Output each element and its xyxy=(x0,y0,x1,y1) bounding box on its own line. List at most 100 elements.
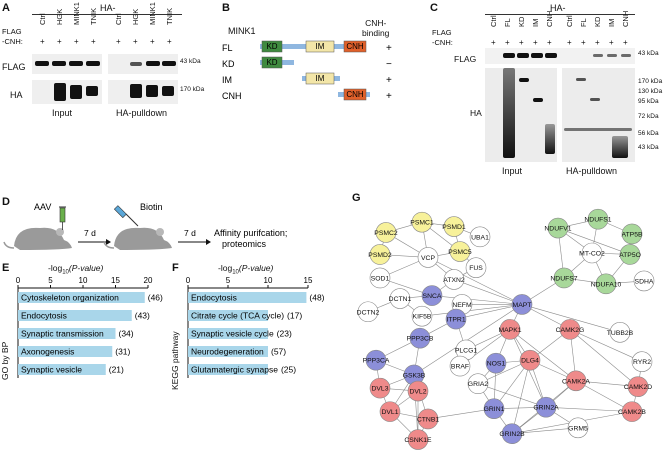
network-node xyxy=(421,285,443,306)
network-edge xyxy=(509,329,577,382)
network-edge xyxy=(427,257,523,305)
flag-sign: + xyxy=(547,38,552,47)
kda-marker: 43 kDa xyxy=(638,50,659,57)
panel-d-label: D xyxy=(2,196,10,208)
flag-sign: + xyxy=(505,38,510,47)
panel-c-gel-ha-pulldown xyxy=(562,68,635,162)
bar xyxy=(18,292,145,303)
bar-count-label: (31) xyxy=(115,347,130,357)
network-node xyxy=(369,267,391,289)
panel-c-row-cnh: -CNH: xyxy=(432,38,453,47)
network-node-label: DVL2 xyxy=(409,389,426,396)
network-node xyxy=(411,305,433,327)
panel-a-gel-input-flag xyxy=(32,54,102,74)
domain-label: IM xyxy=(316,74,325,83)
network-node-label: SNCA xyxy=(423,293,442,300)
panel-a-label: A xyxy=(2,2,10,14)
network-node xyxy=(619,244,641,265)
bar-count-label: (17) xyxy=(287,311,302,321)
network-node-label: DVL1 xyxy=(381,409,398,416)
panel-a-blot-ha: HA xyxy=(10,90,23,100)
domain-label: KD xyxy=(266,58,277,67)
network-node-label: VCP xyxy=(421,255,435,262)
network-node-label: PSMC2 xyxy=(374,230,398,237)
network-edge xyxy=(575,380,639,387)
domain-cnh xyxy=(343,40,367,53)
panel-c-label: C xyxy=(430,2,438,14)
network-node xyxy=(627,376,649,397)
bar-category-label: Axonogenesis xyxy=(21,347,74,357)
bar xyxy=(18,364,106,375)
panel-g-label: G xyxy=(352,192,361,204)
panel-a-row-flag: FLAG xyxy=(2,27,22,36)
lane-label: Ctrl xyxy=(114,13,123,25)
flag-sign: + xyxy=(609,38,614,47)
bar xyxy=(18,328,116,339)
network-node-label: TUBB2B xyxy=(607,330,634,337)
network-node xyxy=(511,294,533,315)
lane-label: HGK xyxy=(131,8,140,25)
network-node-label: CAMK2G xyxy=(556,327,585,334)
bar-count-label: (48) xyxy=(309,293,324,303)
x-tick-label: 10 xyxy=(79,276,88,285)
x-tick-label: 15 xyxy=(111,276,120,285)
network-edge xyxy=(521,304,621,333)
panel-c-group-input: Input xyxy=(502,166,523,176)
flag-sign: + xyxy=(595,38,600,47)
panel-e-axis-title: -log10(P-value) xyxy=(48,263,104,276)
panel-a-marker-43: 43 kDa xyxy=(180,58,201,65)
construct-label: KD xyxy=(222,59,235,69)
network-node xyxy=(409,327,431,349)
lane-label: Ctrl xyxy=(489,15,498,27)
network-node xyxy=(417,408,439,430)
x-tick-label: 5 xyxy=(226,276,231,285)
network-node xyxy=(357,301,379,323)
network-node xyxy=(499,319,521,340)
panel-e-label: E xyxy=(2,262,10,274)
network-node-label: PPP3CA xyxy=(363,358,390,365)
flag-sign: + xyxy=(40,37,45,46)
network-node-label: NDUFV1 xyxy=(544,226,571,233)
lane-label: TNIK xyxy=(165,7,174,25)
flag-sign: + xyxy=(581,38,586,47)
panel-c-group-pulldown: HA-pulldown xyxy=(566,166,618,176)
flag-sign: + xyxy=(116,37,121,46)
panel-a-gel-pulldown-flag xyxy=(108,54,178,74)
domain-label: IM xyxy=(316,42,325,51)
panel-a-header-line xyxy=(32,14,182,15)
bar-count-label: (25) xyxy=(281,365,296,375)
network-node xyxy=(559,319,581,340)
bar-count-label: (34) xyxy=(119,329,134,339)
aav-syringe-icon xyxy=(59,206,66,230)
network-node xyxy=(609,322,631,343)
bar-count-label: (21) xyxy=(109,365,124,375)
panel-a-group-pulldown: HA-pulldown xyxy=(116,108,168,118)
lane-label: Ctrl xyxy=(565,15,574,27)
network-node-label: NEFM xyxy=(452,302,472,309)
kda-marker: 170 kDa xyxy=(638,78,663,85)
network-node xyxy=(417,247,439,268)
bar xyxy=(188,328,268,339)
flag-sign: + xyxy=(74,37,79,46)
network-node-label: DCTN1 xyxy=(389,296,412,303)
lane-label: FL xyxy=(503,18,512,27)
network-node xyxy=(449,355,471,377)
network-node-label: GRIN2B xyxy=(499,431,525,438)
domain-label: CNH xyxy=(346,42,364,51)
bar-count-label: (57) xyxy=(271,347,286,357)
network-node xyxy=(519,349,541,371)
x-tick-label: 10 xyxy=(264,276,273,285)
network-edge xyxy=(413,304,523,376)
network-node-label: DVL3 xyxy=(371,386,388,393)
network-node xyxy=(633,270,655,292)
bar-category-label: Synaptic transmission xyxy=(21,329,104,339)
flag-sign: + xyxy=(57,37,62,46)
binding-sign: + xyxy=(386,91,392,102)
bar xyxy=(18,346,113,357)
network-node-label: NDUFS1 xyxy=(584,217,611,224)
panel-c-header: HA- xyxy=(550,3,566,13)
construct-label: IM xyxy=(222,75,232,85)
network-node xyxy=(407,380,429,402)
bar xyxy=(188,364,268,375)
step-proteomics: proteomics xyxy=(222,239,267,249)
